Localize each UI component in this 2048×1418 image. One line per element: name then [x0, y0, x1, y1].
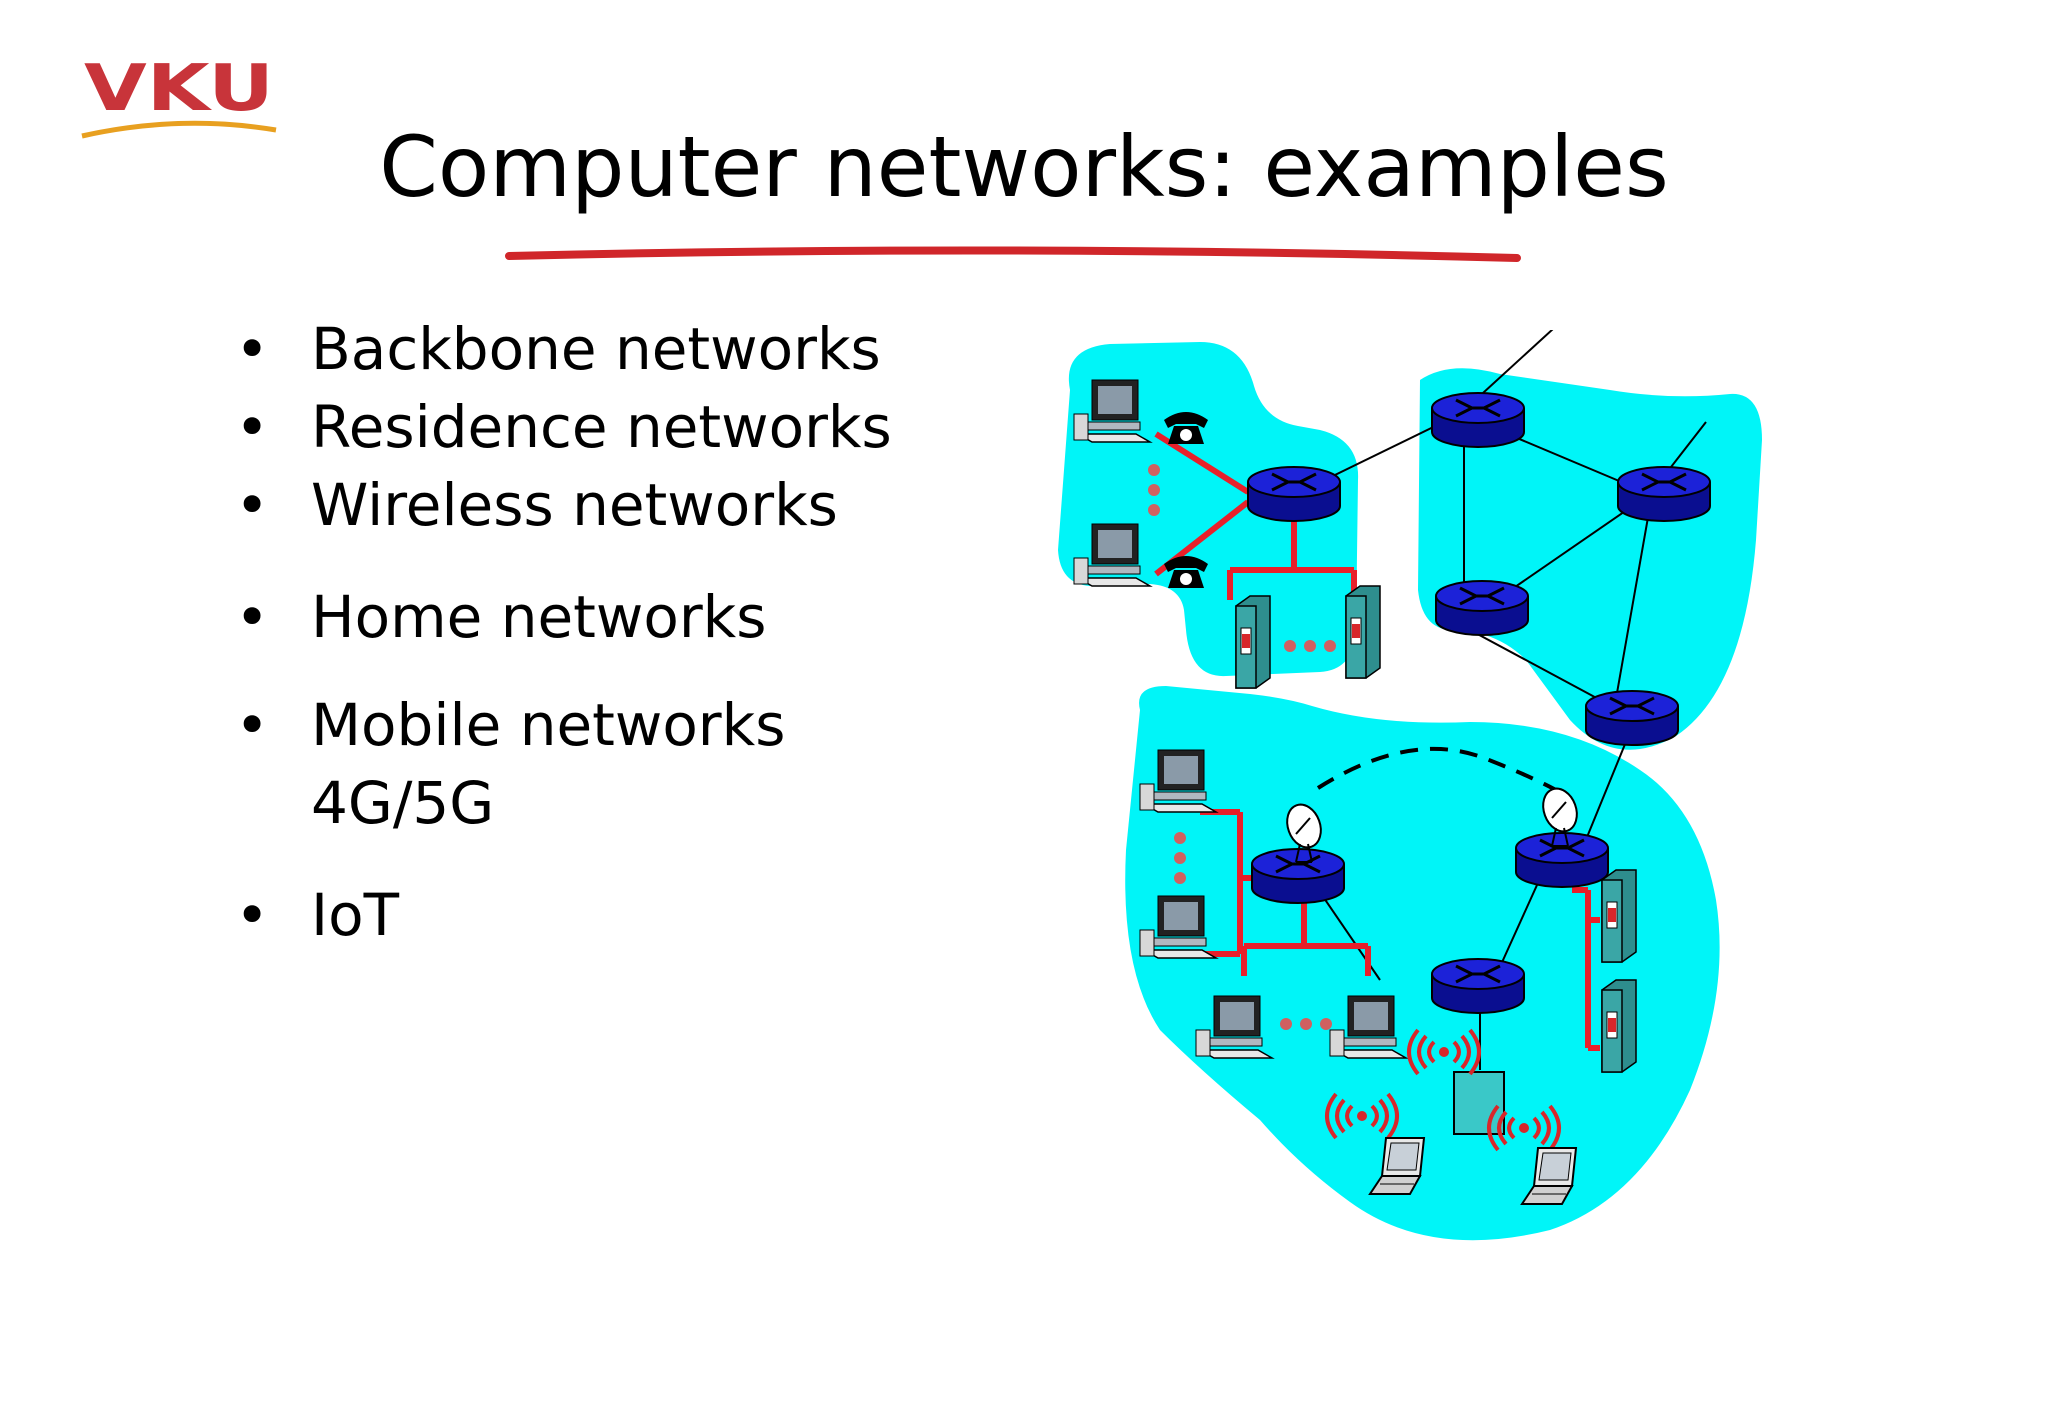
access-point — [1453, 1071, 1505, 1135]
router-icon — [1434, 579, 1530, 637]
bullet-wireless-networks: Wireless networks — [235, 466, 892, 544]
logo-text-v: VKU — [84, 52, 274, 126]
title-underline — [505, 246, 1521, 262]
router-icon — [1514, 831, 1610, 889]
bullet-home-networks: Home networks — [235, 578, 892, 656]
network-diagram — [1058, 330, 1762, 1241]
bullet-mobile-networks: Mobile networks 4G/5G — [235, 686, 892, 842]
region-backbone — [1418, 368, 1762, 750]
router-icon — [1430, 391, 1526, 449]
server-icon — [1601, 979, 1637, 1073]
logo-swoosh — [81, 120, 277, 139]
router-icon — [1584, 689, 1680, 747]
server-icon — [1345, 585, 1381, 679]
bullet-iot: IoT — [235, 876, 892, 954]
page-title: Computer networks: examples — [379, 118, 1669, 216]
bullet-list: Backbone networks Residence networks Wir… — [235, 310, 892, 954]
bullet-residence-networks: Residence networks — [235, 388, 892, 466]
router-icon — [1246, 465, 1342, 523]
router-icon — [1430, 957, 1526, 1015]
ellipsis-dots — [1148, 464, 1336, 1030]
server-icon — [1235, 595, 1271, 689]
server-icon — [1601, 869, 1637, 963]
router-icon — [1616, 465, 1712, 523]
bullet-backbone-networks: Backbone networks — [235, 310, 892, 388]
vku-logo: VKU — [81, 52, 277, 139]
satellite-link — [1316, 746, 1557, 792]
